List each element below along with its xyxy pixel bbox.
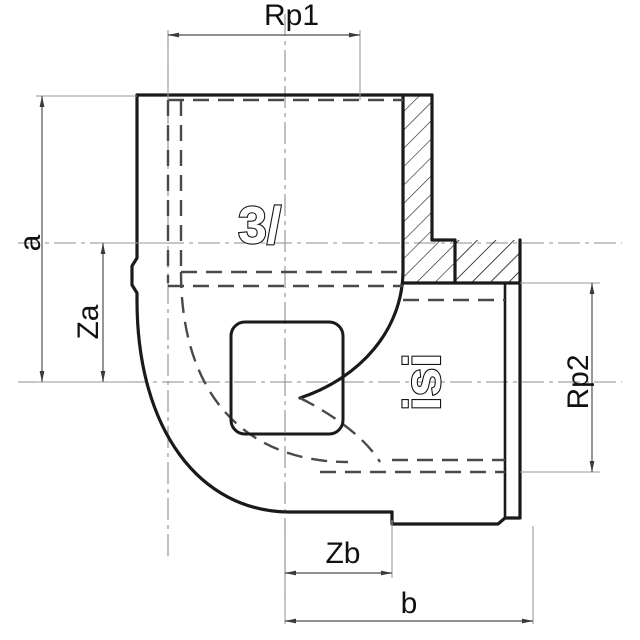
left-outer-wall <box>130 93 139 302</box>
dimension-label-a: a <box>14 234 47 251</box>
hidden-bore-curve <box>179 271 382 464</box>
extension-lines <box>36 30 600 624</box>
fitting-body-outline <box>130 93 522 526</box>
dimension-label-rp2: Rp2 <box>562 354 595 409</box>
dimension-label-b: b <box>401 587 418 620</box>
inner-bore-elbow-curve <box>179 271 349 464</box>
section-hatching <box>403 95 520 283</box>
hatch-region-flange <box>403 240 520 283</box>
right-socket-lower-profile <box>390 510 522 526</box>
inner-corner-hidden-curve <box>299 396 382 463</box>
dimension-label-za: Za <box>72 304 105 339</box>
core-rounded-rectangle <box>229 320 345 436</box>
dimension-lines <box>39 32 595 624</box>
dimension-label-zb: Zb <box>325 537 360 570</box>
watermark-top-text: 3/ <box>238 197 281 255</box>
core-detail-rect <box>229 320 345 436</box>
inner-corner-curve <box>298 93 405 400</box>
dimension-label-rp1: Rp1 <box>264 0 319 32</box>
hidden-thread-lines <box>166 98 505 474</box>
vertical-socket-right-edge <box>430 93 457 285</box>
watermark-bottom-text: isi <box>394 353 452 411</box>
outer-elbow-curve <box>135 298 292 514</box>
